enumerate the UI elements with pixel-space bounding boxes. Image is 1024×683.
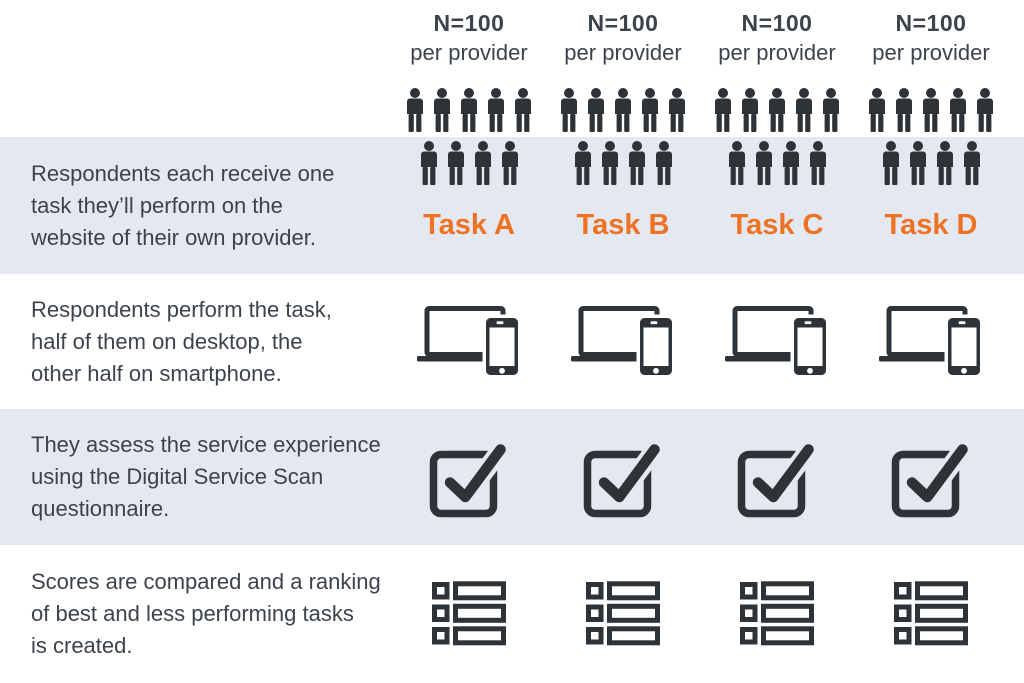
ranking-list-icon [893,581,969,647]
ranking-cell [392,545,546,683]
ranking-cell [700,545,854,683]
respondents-people-icon [882,141,980,185]
respondents-people-icon [561,88,685,132]
device-usage-row: Respondents perform the task, half of th… [0,274,1024,409]
task-label: Task C [730,209,824,241]
respondents-people-icon [869,88,993,132]
provider-column-c-header: N=100 per provider [700,0,854,137]
devices-cell [392,274,546,409]
assessment-cell [854,409,1008,545]
respondents-people-icon [574,141,672,185]
task-label: Task A [423,209,515,241]
description-line: They assess the service experience [31,432,381,457]
task-label: Task D [884,209,978,241]
respondents-people-icon [420,141,518,185]
laptop-phone-icon [879,306,983,378]
assessment-row: They assess the service experience using… [0,409,1024,545]
ranking-cell [854,545,1008,683]
checkbox-icon [429,436,509,518]
header-row: N=100 per provider N=100 per provider N=… [0,0,1024,137]
description-line: half of them on desktop, the [31,328,303,354]
task-b-cell: Task B [546,137,700,274]
per-provider-label: per provider [718,40,836,65]
assessment-cell [392,409,546,545]
description-line: questionnaire. [31,496,170,521]
devices-cell [700,274,854,409]
laptop-phone-icon [417,306,521,378]
task-a-cell: Task A [392,137,546,274]
task-label: Task B [576,209,670,241]
sample-size-label: N=100 [587,10,659,36]
checkbox-icon [583,436,663,518]
description-line: using the Digital Service Scan [31,464,324,489]
respondents-people-icon [715,88,839,132]
ranking-list-icon [585,581,661,647]
task-d-cell: Task D [854,137,1008,274]
sample-size-label: N=100 [741,10,813,36]
task-assignment-row: Respondents each receive one task they’l… [0,137,1024,274]
per-provider-label: per provider [410,40,528,65]
checkbox-icon [891,436,971,518]
per-provider-label: per provider [872,40,990,65]
header-left-spacer [0,0,392,137]
step-description: Respondents each receive one task they’l… [0,137,392,274]
step-description: They assess the service experience using… [0,409,392,545]
provider-column-a-header: N=100 per provider [392,0,546,137]
description-line: is created. [31,633,133,658]
respondents-people-icon [407,88,531,132]
devices-cell [854,274,1008,409]
assessment-cell [546,409,700,545]
step-description: Scores are compared and a ranking of bes… [0,545,392,683]
devices-cell [546,274,700,409]
description-line: task they’ll perform on the [31,192,283,218]
step-description: Respondents perform the task, half of th… [0,274,392,409]
checkbox-icon [737,436,817,518]
description-line: other half on smartphone. [31,360,282,386]
ranking-list-icon [739,581,815,647]
provider-column-b-header: N=100 per provider [546,0,700,137]
description-line: Respondents perform the task, [31,296,332,322]
description-line: Respondents each receive one [31,160,335,186]
provider-column-d-header: N=100 per provider [854,0,1008,137]
description-line: website of their own provider. [31,224,316,250]
description-line: Scores are compared and a ranking [31,569,381,594]
ranking-list-icon [431,581,507,647]
ranking-row: Scores are compared and a ranking of bes… [0,545,1024,683]
laptop-phone-icon [571,306,675,378]
per-provider-label: per provider [564,40,682,65]
respondents-people-icon [728,141,826,185]
sample-size-label: N=100 [895,10,967,36]
sample-size-label: N=100 [433,10,505,36]
laptop-phone-icon [725,306,829,378]
assessment-cell [700,409,854,545]
task-c-cell: Task C [700,137,854,274]
ranking-cell [546,545,700,683]
description-line: of best and less performing tasks [31,601,354,626]
